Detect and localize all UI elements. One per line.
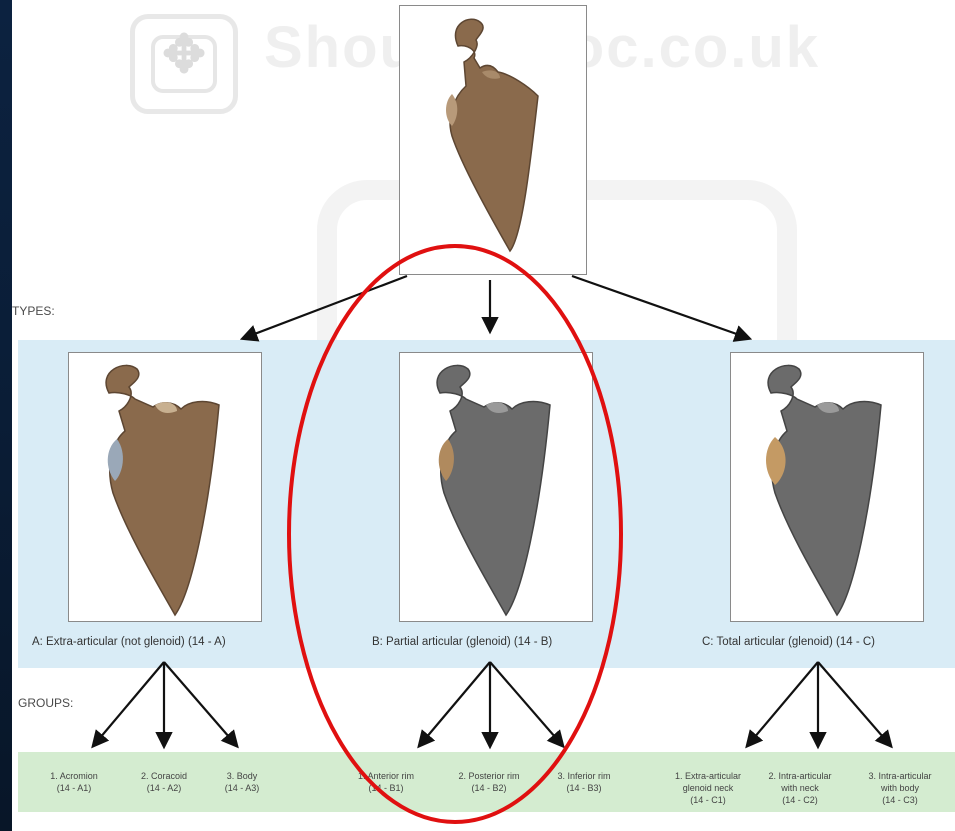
highlight-ellipse	[289, 246, 621, 822]
highlight-circle-overlay	[12, 0, 955, 831]
diagram-panel: ✥ Shoulderdoc.co.uk TYPES: GROUPS:	[12, 0, 955, 831]
